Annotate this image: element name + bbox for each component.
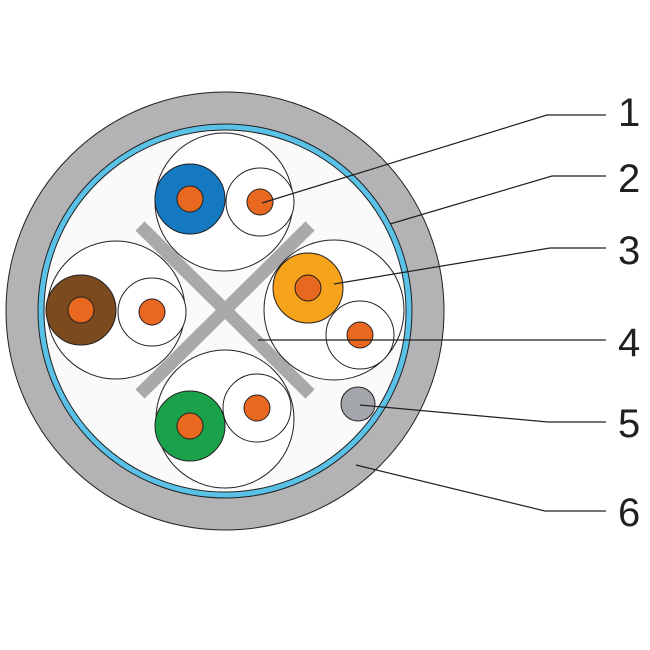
callout-3: 3 [618,229,640,273]
pair-orange [263,239,405,381]
blue-wire-conductor [176,185,204,213]
blue-white-wire-conductor [246,188,274,216]
orange-white-wire-conductor [346,321,374,349]
leader-line-3 [333,247,606,285]
green-white-wire-conductor [243,394,271,422]
drain-wire [340,386,376,422]
leader-line-1 [261,114,606,204]
cross-separator [135,221,315,399]
green-wire-conductor [176,412,204,440]
brown-white-wire-conductor [138,298,166,326]
callout-5: 5 [618,402,640,446]
pair-brown [45,240,187,380]
leader-line-6 [355,464,606,512]
pair-blue [154,132,295,272]
orange-wire-conductor [294,274,322,302]
callout-2: 2 [618,157,640,201]
callout-6: 6 [618,491,640,535]
brown-wire-conductor [67,296,95,324]
callout-1: 1 [618,91,640,135]
callout-4: 4 [618,321,640,365]
pair-green [154,349,295,489]
leader-line-2 [389,175,606,225]
leader-line-5 [359,404,606,423]
